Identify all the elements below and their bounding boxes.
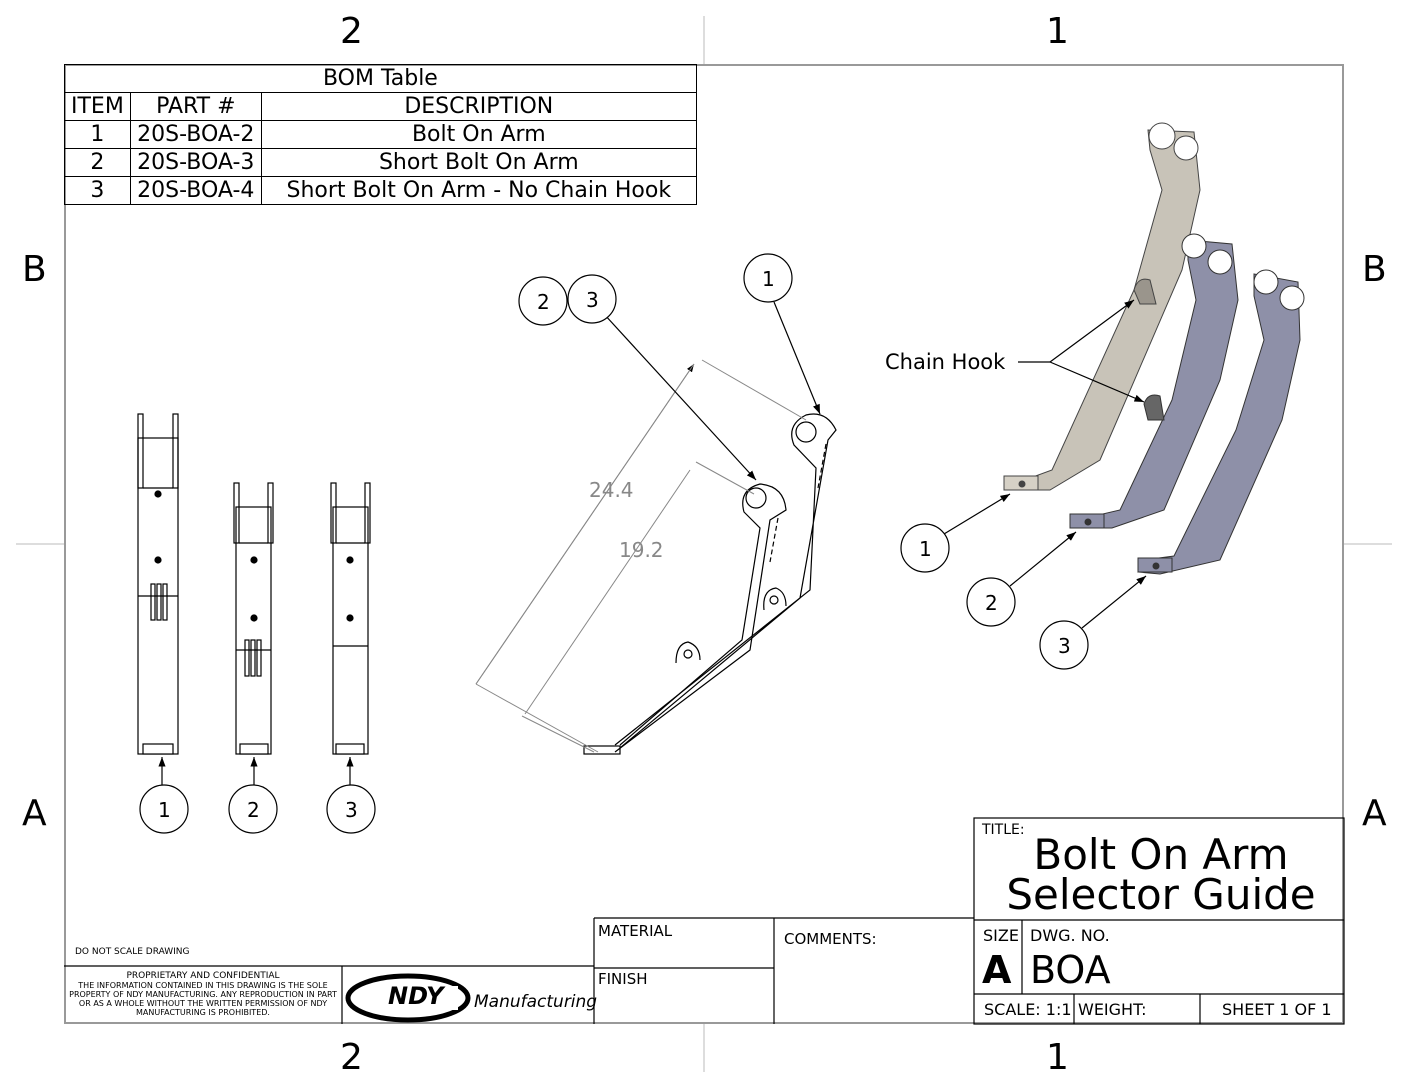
logo-text: NDY [388,982,444,1010]
front-balloon-1: 1 [158,798,171,822]
iso-arm-1 [1003,122,1201,491]
side-balloon-1: 1 [762,267,775,291]
proprietary-title: PROPRIETARY AND CONFIDENTIAL [126,971,280,981]
bom-row: 2 20S-BOA-3 Short Bolt On Arm [64,148,697,177]
ndy-logo [345,973,471,1023]
title-label: TITLE: [982,822,1025,838]
sheet-label: SHEET 1 OF 1 [1222,1000,1332,1019]
material-label: MATERIAL [598,922,673,940]
iso-balloon-3: 3 [1058,634,1071,658]
zone-right-b: B [1362,249,1387,290]
zone-top-1: 1 [1046,11,1069,52]
iso-leaders [943,299,1147,629]
bom-header-part: PART # [129,92,262,121]
bom-cell: Short Bolt On Arm - No Chain Hook [260,176,697,205]
iso-arm-3 [1137,269,1305,575]
weight-label: WEIGHT: [1078,1000,1147,1019]
front-view-arm-1 [137,413,179,755]
side-view-dimensions [475,359,807,753]
dimension-19-2: 19.2 [619,538,664,562]
bom-cell: Bolt On Arm [260,120,697,149]
side-view-balloons [518,253,793,326]
side-view-leaders [603,301,821,481]
bom-title: BOM Table [64,64,697,93]
iso-arm-2 [1069,233,1239,529]
size-label: SIZE [983,926,1019,945]
iso-balloon-2: 2 [985,591,998,615]
chain-hook-label: Chain Hook [885,350,1006,374]
do-not-scale-label: DO NOT SCALE DRAWING [75,947,190,957]
iso-balloons [900,523,1089,670]
bom-header-item: ITEM [64,92,131,121]
front-balloon-2: 2 [247,798,260,822]
zone-top-2: 2 [340,11,363,52]
finish-label: FINISH [598,970,648,988]
bom-cell: 1 [64,120,131,149]
front-balloon-3: 3 [345,798,358,822]
dimension-24-4: 24.4 [589,478,634,502]
iso-balloon-1: 1 [919,537,932,561]
dwg-no-value: BOA [1030,948,1111,992]
zone-left-b: B [22,249,47,290]
logo-subtext: Manufacturing [474,992,598,1012]
drawing-frame [64,64,1344,1024]
bom-table: BOM Table ITEM PART # DESCRIPTION 1 20S-… [64,64,697,205]
front-view-leaders [158,757,354,785]
zone-bottom-2: 2 [340,1037,363,1078]
side-balloon-2: 2 [537,290,550,314]
proprietary-text: THE INFORMATION CONTAINED IN THIS DRAWIN… [69,981,337,1017]
bom-cell: 20S-BOA-3 [129,148,262,177]
zone-left-a: A [22,793,47,834]
drawing-title-line2: Selector Guide [1006,870,1316,919]
zone-right-a: A [1362,793,1387,834]
scale-label: SCALE: 1:1 [984,1000,1072,1019]
dwg-no-label: DWG. NO. [1030,926,1110,945]
size-value: A [982,948,1012,992]
side-balloon-3: 3 [586,288,599,312]
comments-label: COMMENTS: [784,930,877,948]
drawing-title-line1: Bolt On Arm [1033,830,1289,879]
zone-bottom-1: 1 [1046,1037,1069,1078]
front-view-arm-3 [330,482,371,755]
title-block-lines [64,817,1345,1025]
front-view-balloons [139,784,376,834]
front-view-arm-2 [233,482,274,755]
proprietary-block: PROPRIETARY AND CONFIDENTIAL THE INFORMA… [66,971,340,1018]
side-view-arms [583,413,837,755]
bom-row: 3 20S-BOA-4 Short Bolt On Arm - No Chain… [64,176,697,205]
bom-cell: 3 [64,176,131,205]
bom-cell: 20S-BOA-4 [129,176,262,205]
